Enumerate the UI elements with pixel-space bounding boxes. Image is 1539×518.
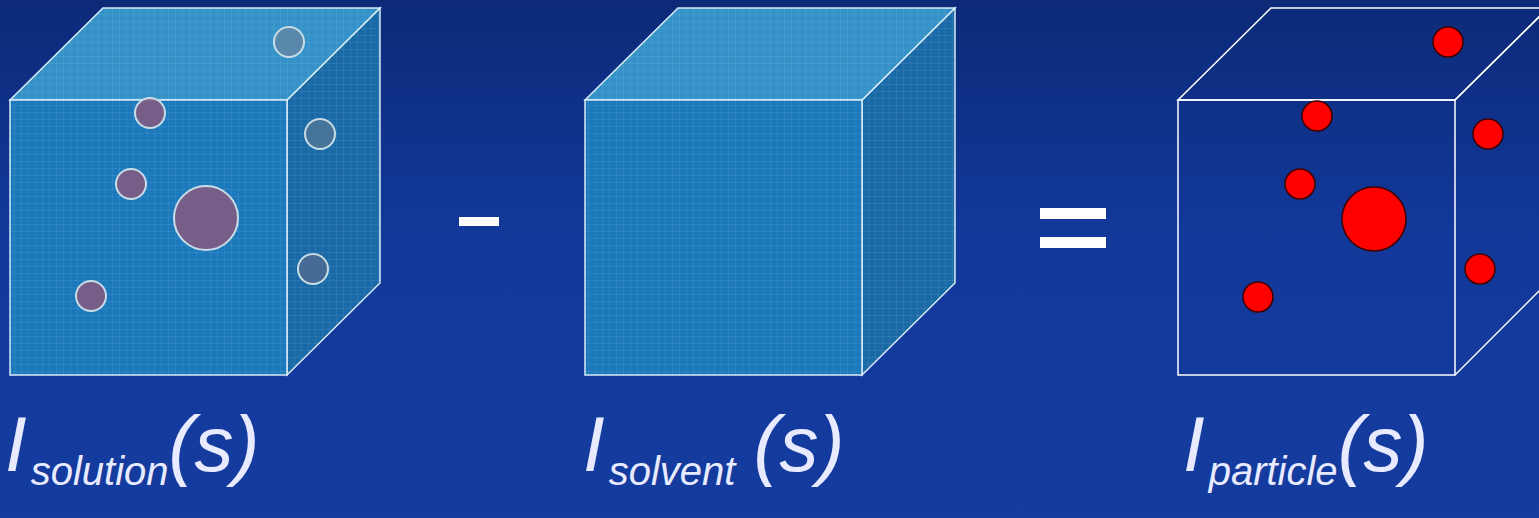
minus-sign (459, 217, 499, 226)
label-symbol: I (5, 405, 27, 483)
particle-dots (1243, 27, 1503, 312)
label-argument: (s) (1338, 405, 1429, 483)
equals-sign (1040, 208, 1106, 248)
label-symbol: I (1183, 405, 1205, 483)
intensity-label: Isolvent(s) (583, 405, 844, 483)
label-symbol: I (583, 405, 605, 483)
solvent-cube (585, 8, 955, 375)
particle-cube (1178, 8, 1539, 375)
label-subscript: particle (1209, 451, 1338, 491)
label-subscript: solvent (609, 451, 736, 491)
solution-cube (10, 8, 380, 375)
intensity-label: Isolution(s) (5, 405, 260, 483)
label-argument: (s) (753, 405, 844, 483)
label-subscript: solution (31, 451, 169, 491)
intensity-label: Iparticle(s) (1183, 405, 1429, 483)
label-argument: (s) (169, 405, 260, 483)
